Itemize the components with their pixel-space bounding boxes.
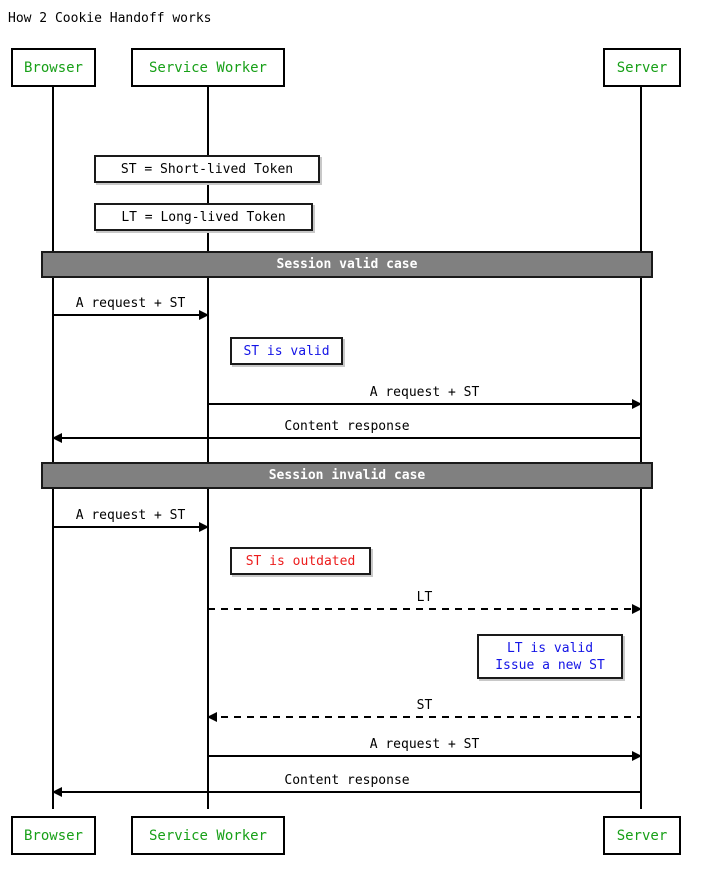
message-line bbox=[53, 437, 641, 439]
participant-server-top[interactable]: Server bbox=[603, 48, 681, 87]
message-label: A request + ST bbox=[369, 385, 480, 400]
participant-service-worker-label: Service Worker bbox=[148, 59, 267, 76]
arrowhead-right-icon bbox=[632, 751, 642, 761]
lifeline-browser bbox=[52, 87, 54, 809]
note-st-legend: ST = Short-lived Token bbox=[94, 155, 320, 183]
participant-server-bottom[interactable]: Server bbox=[603, 816, 681, 855]
participant-browser-bottom[interactable]: Browser bbox=[11, 816, 96, 855]
participant-service-worker-label-bottom: Service Worker bbox=[148, 827, 267, 844]
arrowhead-right-icon bbox=[632, 604, 642, 614]
participant-browser-label: Browser bbox=[23, 59, 83, 76]
arrowhead-left-icon bbox=[207, 712, 217, 722]
note-st-is-outdated-line-1: ST is outdated bbox=[245, 553, 356, 569]
note-lt-legend: LT = Long-lived Token bbox=[94, 203, 313, 231]
message-line bbox=[53, 526, 208, 528]
note-st-is-outdated: ST is outdated bbox=[230, 547, 371, 575]
lifeline-service-worker bbox=[207, 87, 209, 809]
message-content-response-2: Content response bbox=[52, 773, 641, 797]
section-bar-session-valid: Session valid case bbox=[41, 251, 653, 278]
message-a-request-st-4: A request + ST bbox=[208, 737, 642, 761]
arrowhead-left-icon bbox=[52, 433, 62, 443]
participant-server-label: Server bbox=[616, 59, 668, 76]
message-label: LT bbox=[416, 590, 433, 605]
note-lt-is-valid-line-1: LT is valid bbox=[506, 640, 594, 656]
message-line bbox=[208, 716, 641, 718]
message-line bbox=[208, 755, 641, 757]
participant-server-label-bottom: Server bbox=[616, 827, 668, 844]
participant-service-worker-top[interactable]: Service Worker bbox=[131, 48, 285, 87]
message-line bbox=[53, 791, 641, 793]
message-label: A request + ST bbox=[369, 737, 480, 752]
message-st: ST bbox=[207, 698, 641, 722]
message-content-response-1: Content response bbox=[52, 419, 641, 443]
arrowhead-left-icon bbox=[52, 787, 62, 797]
message-a-request-st-1: A request + ST bbox=[53, 296, 209, 320]
message-label: Content response bbox=[284, 773, 410, 788]
arrowhead-right-icon bbox=[632, 399, 642, 409]
message-a-request-st-3: A request + ST bbox=[53, 508, 209, 532]
message-a-request-st-2: A request + ST bbox=[208, 385, 642, 409]
message-line bbox=[208, 403, 641, 405]
message-lt: LT bbox=[208, 590, 642, 614]
message-label: A request + ST bbox=[75, 296, 186, 311]
note-st-is-valid-line-1: ST is valid bbox=[243, 343, 330, 359]
message-line bbox=[53, 314, 208, 316]
participant-browser-top[interactable]: Browser bbox=[11, 48, 96, 87]
participant-browser-label-bottom: Browser bbox=[23, 827, 83, 844]
note-lt-is-valid: LT is valid Issue a new ST bbox=[477, 634, 623, 679]
lifeline-server bbox=[640, 87, 642, 809]
message-label: ST bbox=[416, 698, 433, 713]
arrowhead-right-icon bbox=[199, 310, 209, 320]
note-st-is-valid: ST is valid bbox=[230, 337, 343, 365]
note-st-legend-line-1: ST = Short-lived Token bbox=[120, 161, 294, 177]
section-bar-session-valid-label: Session valid case bbox=[276, 257, 418, 272]
message-label: A request + ST bbox=[75, 508, 186, 523]
diagram-title: How 2 Cookie Handoff works bbox=[8, 11, 212, 26]
note-lt-legend-line-1: LT = Long-lived Token bbox=[121, 209, 286, 225]
participant-service-worker-bottom[interactable]: Service Worker bbox=[131, 816, 285, 855]
arrowhead-right-icon bbox=[199, 522, 209, 532]
section-bar-session-invalid-label: Session invalid case bbox=[268, 468, 426, 483]
message-line bbox=[208, 608, 641, 610]
message-label: Content response bbox=[284, 419, 410, 434]
section-bar-session-invalid: Session invalid case bbox=[41, 462, 653, 489]
note-lt-is-valid-line-2: Issue a new ST bbox=[495, 657, 605, 673]
